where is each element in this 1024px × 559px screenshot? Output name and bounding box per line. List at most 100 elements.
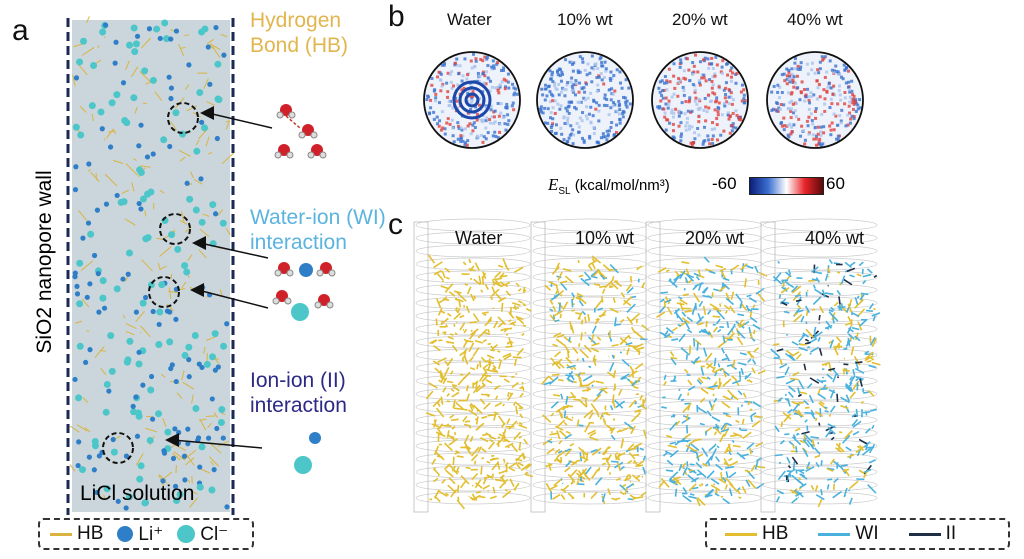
- map-pixel: [848, 111, 852, 115]
- bond-line: [750, 412, 757, 417]
- bond-line: [569, 321, 573, 331]
- bond-line: [642, 455, 647, 461]
- map-pixel: [591, 114, 595, 118]
- li-ion: [73, 75, 80, 81]
- hb-line: [191, 394, 194, 404]
- bond-line: [609, 263, 619, 274]
- wall-atoms: [413, 221, 429, 513]
- bond-line: [698, 300, 704, 307]
- bond-line: [437, 307, 443, 316]
- map-pixel: [820, 112, 824, 116]
- bond-line: [611, 343, 619, 347]
- map-pixel: [775, 109, 779, 113]
- map-pixel: [546, 107, 550, 111]
- bond-line: [828, 259, 833, 265]
- bond-line: [564, 466, 571, 473]
- bond-line: [522, 453, 526, 459]
- map-pixel: [776, 83, 780, 87]
- bond-line: [728, 457, 733, 462]
- hb-line: [84, 426, 91, 433]
- bond-line: [469, 496, 476, 502]
- bond-line: [518, 448, 522, 452]
- map-pixel: [683, 112, 687, 116]
- map-pixel: [555, 123, 559, 127]
- map-pixel: [779, 121, 783, 125]
- hb-line: [112, 130, 117, 135]
- hb-line: [159, 190, 165, 194]
- bond-line: [433, 419, 437, 428]
- bond-line: [678, 388, 681, 392]
- bond-line: [785, 379, 796, 385]
- bond-line: [466, 385, 469, 392]
- hb-line: [219, 289, 223, 297]
- map-pixel: [627, 86, 631, 90]
- li-ion: [186, 357, 192, 363]
- map-pixel: [475, 118, 479, 122]
- map-pixel: [707, 62, 711, 66]
- cylinder-grid: [532, 439, 648, 453]
- bond-line: [710, 455, 714, 461]
- cylinder-grid: [532, 309, 648, 323]
- bond-line: [584, 466, 592, 475]
- map-pixel: [713, 74, 717, 78]
- map-pixel: [597, 75, 601, 79]
- bond-line: [824, 292, 834, 295]
- map-pixel: [826, 85, 830, 89]
- bond-line: [509, 321, 517, 325]
- bond-line: [577, 468, 588, 478]
- bond-line: [498, 296, 507, 303]
- bond-line: [706, 376, 711, 380]
- cylinder-grid: [532, 374, 648, 388]
- network-title-water: Water: [455, 228, 503, 248]
- cl-ion: [168, 231, 176, 239]
- bond-line: [663, 374, 667, 381]
- bond-line: [444, 267, 451, 273]
- bond-line: [677, 393, 683, 401]
- bond-line: [557, 311, 560, 314]
- map-pixel: [677, 114, 681, 118]
- hb-line: [141, 259, 153, 272]
- bond-line: [821, 376, 825, 379]
- map-pixel: [480, 120, 484, 124]
- map-pixel: [856, 103, 860, 107]
- map-pixel: [604, 67, 608, 71]
- map-pixel: [437, 70, 441, 74]
- hb-line: [134, 106, 138, 114]
- map-pixel: [576, 100, 580, 104]
- map-pixel: [515, 92, 519, 96]
- map-pixel: [686, 116, 690, 120]
- map-pixel: [730, 102, 734, 106]
- bond-line: [800, 473, 806, 477]
- oxygen-atom: [276, 290, 288, 302]
- cl-ion: [132, 40, 140, 48]
- bond-line: [443, 463, 451, 471]
- map-pixel: [695, 102, 699, 106]
- bond-line: [732, 359, 736, 369]
- map-pixel: [788, 122, 792, 126]
- bond-line: [669, 351, 675, 357]
- bond-line: [497, 415, 505, 424]
- cylinder-grid: [415, 426, 531, 440]
- bond-line: [601, 288, 606, 294]
- map-pixel: [671, 122, 675, 126]
- map-pixel: [813, 125, 817, 129]
- bond-line: [804, 305, 811, 314]
- map-pixel: [782, 103, 786, 107]
- bond-line: [446, 357, 454, 367]
- bond-line: [811, 278, 818, 282]
- map-pixel: [779, 102, 783, 106]
- bond-line: [818, 422, 821, 426]
- map-pixel: [592, 126, 596, 130]
- bond-line: [795, 446, 798, 453]
- map-pixel: [672, 111, 676, 115]
- bond-line: [712, 426, 718, 429]
- map-pixel: [819, 133, 823, 137]
- bond-line: [495, 277, 503, 281]
- hydrogen-atom: [274, 269, 282, 277]
- map-pixel: [493, 120, 497, 124]
- bond-line: [519, 392, 524, 398]
- bond-line: [725, 297, 735, 306]
- li-ion: [94, 489, 100, 496]
- bond-line: [754, 461, 759, 470]
- bond-line: [849, 375, 856, 385]
